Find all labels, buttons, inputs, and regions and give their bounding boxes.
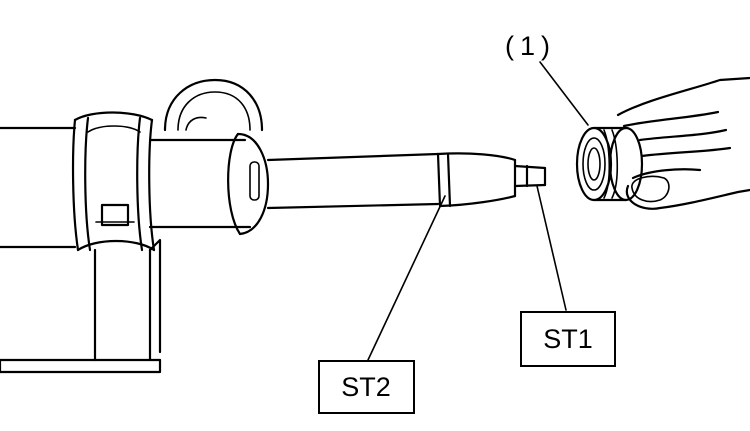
st1-label-text: ST1 xyxy=(543,324,593,354)
st2-label: ST2 xyxy=(318,360,415,414)
housing-dome xyxy=(163,78,264,132)
st2-label-text: ST2 xyxy=(341,372,391,402)
stand xyxy=(0,238,162,374)
hand xyxy=(616,76,750,210)
clamp-band xyxy=(71,111,156,252)
st1-label: ST1 xyxy=(520,311,616,367)
axle-housing xyxy=(0,126,270,249)
leader-lines xyxy=(367,61,589,361)
tool-st2-shaft xyxy=(266,152,517,210)
tool-st1-pin xyxy=(513,164,547,188)
part-callout-label: (1) xyxy=(505,31,556,61)
